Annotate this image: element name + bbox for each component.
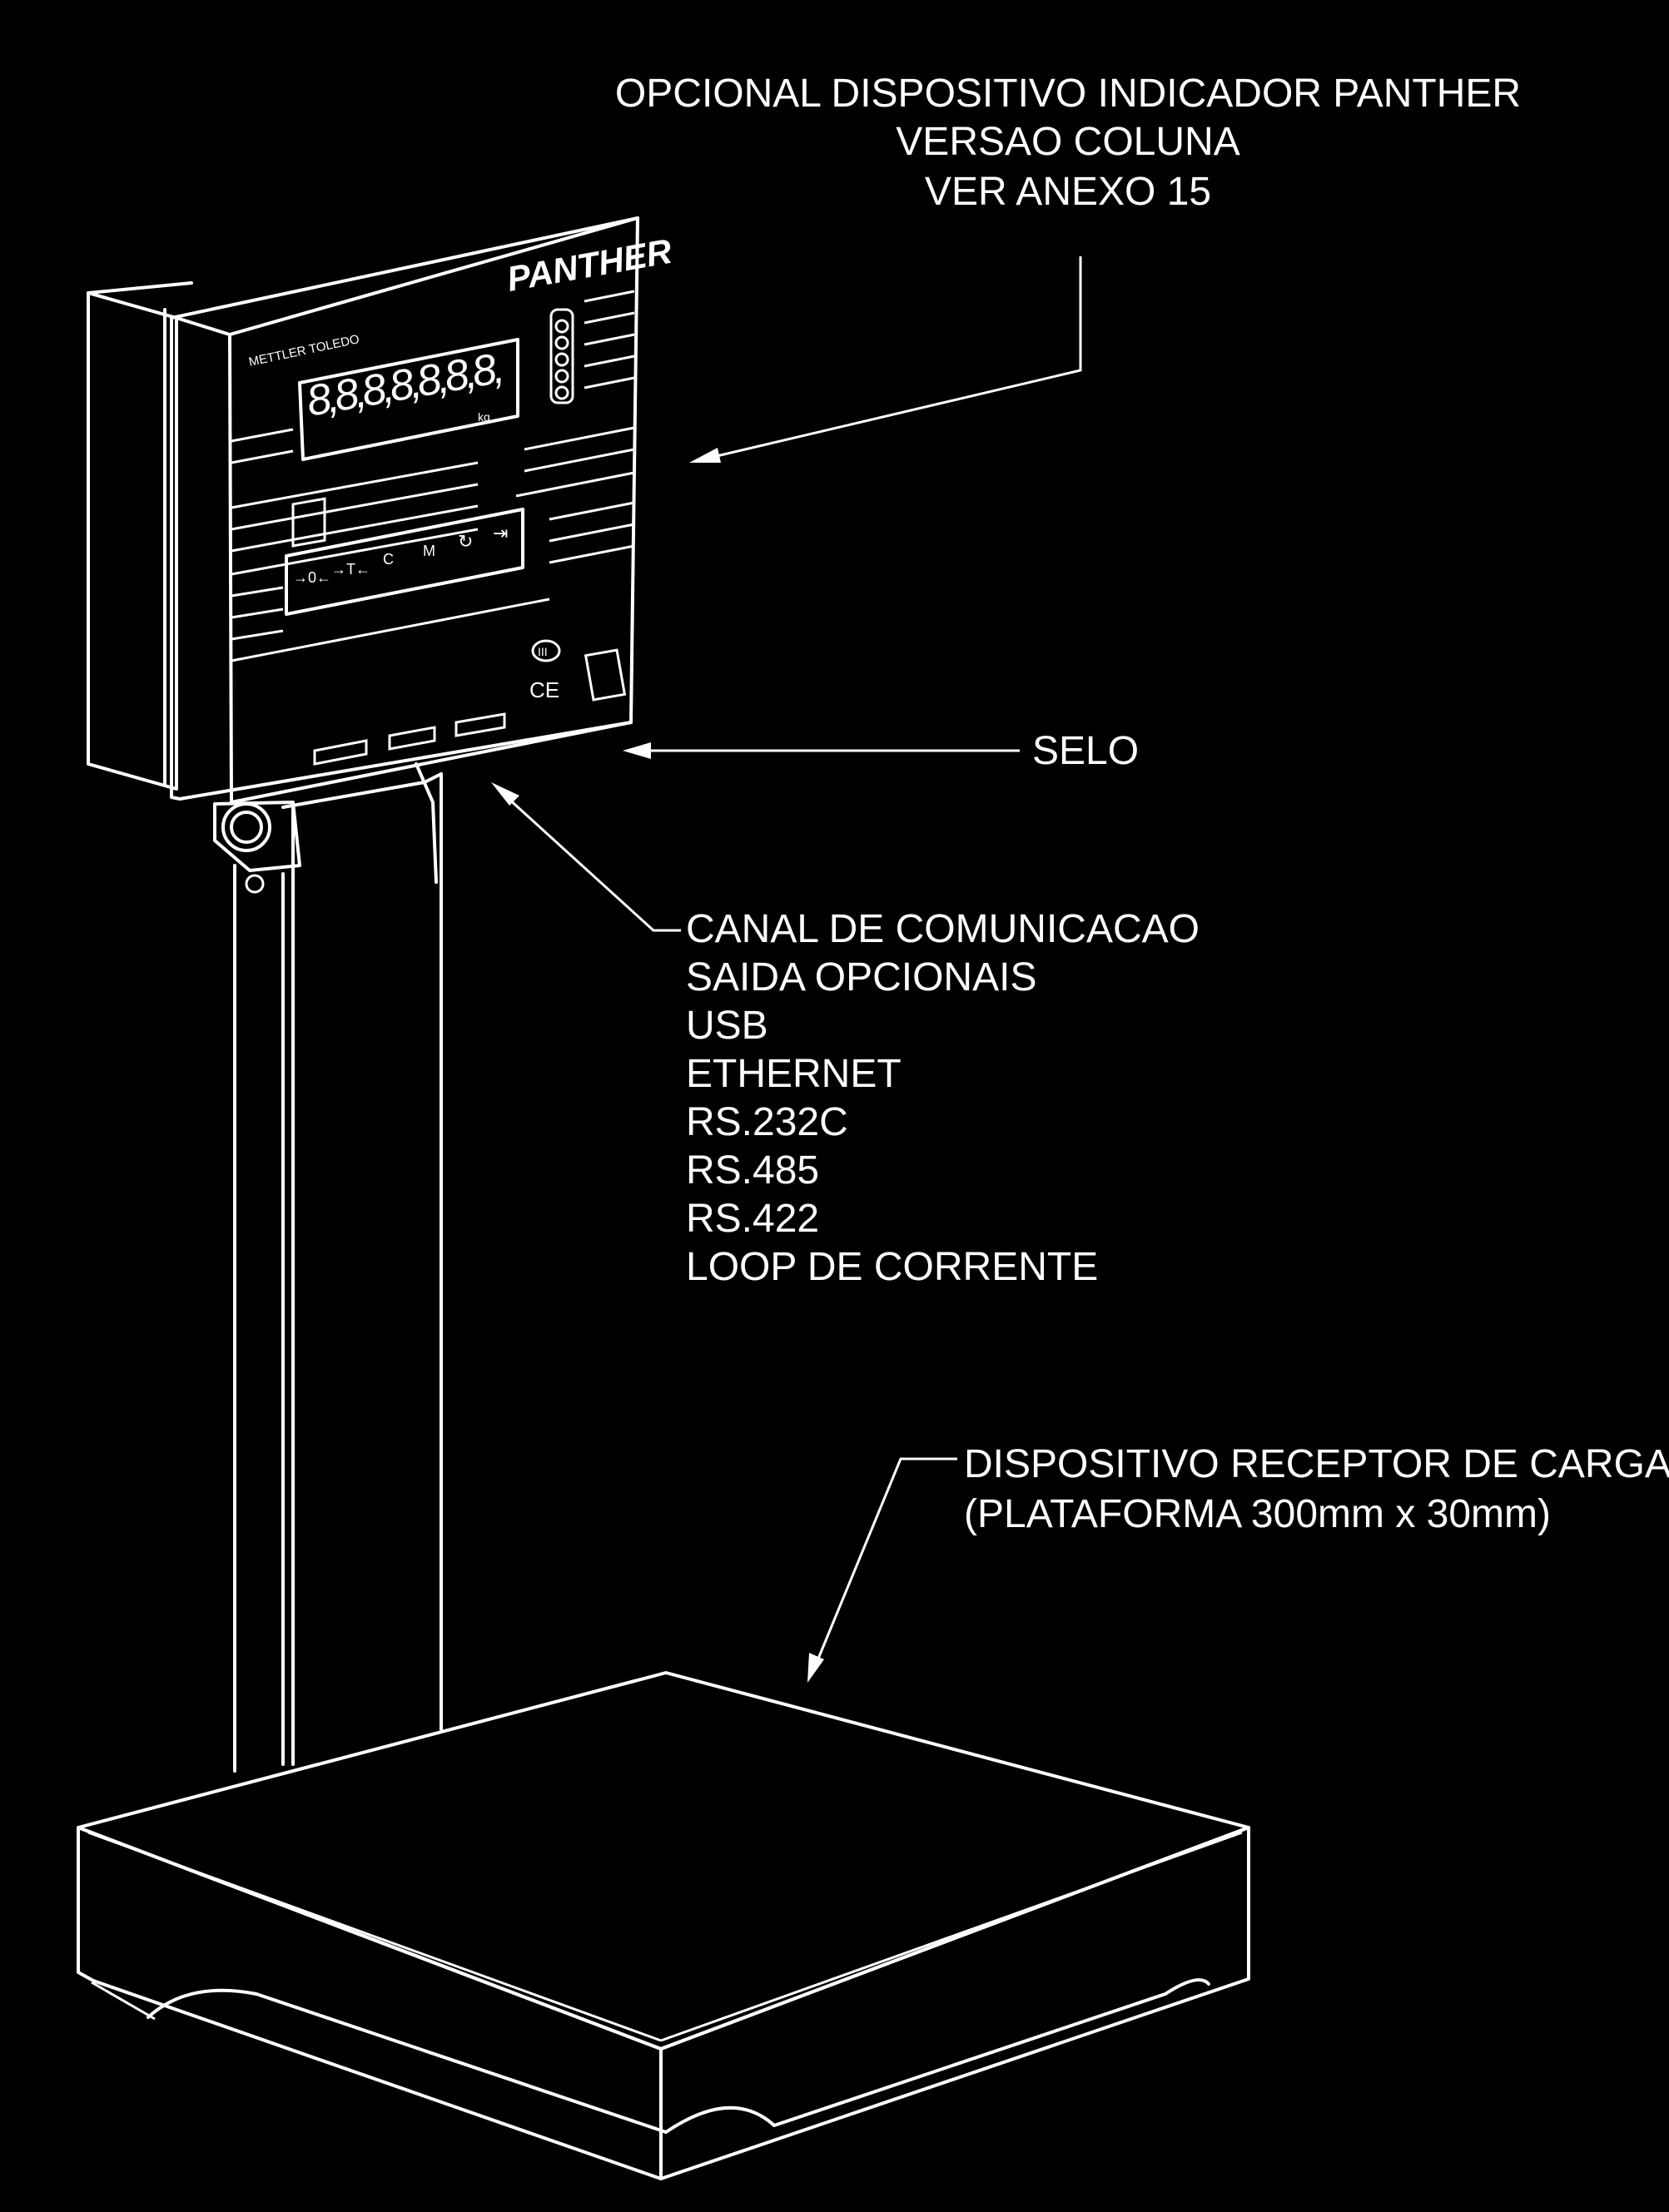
key-clear-label: C (383, 551, 394, 568)
comm-option-0: SAIDA OPCIONAIS (686, 955, 1036, 999)
key-memory[interactable]: M (423, 543, 435, 559)
status-led-2 (554, 335, 569, 350)
platform-right-foot-cutout (664, 1978, 1210, 2134)
support-column (233, 762, 443, 1773)
indicator-top-edge (87, 281, 193, 295)
bracket-bolt (230, 811, 263, 844)
display-unit-kg: kg (478, 410, 490, 424)
accuracy-class-label: III (538, 645, 548, 658)
key-function[interactable]: ↻ (458, 531, 473, 552)
receptor-line-2: (PLATAFORMA 300mm x 30mm) (964, 1492, 1551, 1536)
indicator-title-line-1: OPCIONAL DISPOSITIVO INDICADOR PANTHER (615, 72, 1521, 116)
indicator-front-bezel (170, 216, 639, 801)
key-enter-label: ⇥ (493, 523, 508, 543)
platform-front-lower-edge (91, 1981, 156, 2021)
column-collar (415, 762, 438, 884)
panther-indicator: PANTHER METTLER TOLEDO 8,8,8,8,8,8,8, kg (87, 216, 675, 804)
receptor-leader-arrowhead (807, 1653, 824, 1683)
key-zero-label: →0← (293, 569, 331, 586)
indicator-bezel-left (228, 333, 233, 804)
indicator-title-line-2: VERSAO COLUNA (896, 120, 1239, 164)
seal-label: SELO (1032, 729, 1139, 773)
key-tare[interactable]: →T← (331, 561, 370, 578)
key-function-label: ↻ (458, 531, 473, 552)
status-led-1 (554, 319, 569, 334)
port-connector-1 (313, 739, 368, 766)
comm-option-2: ETHERNET (686, 1052, 902, 1096)
comm-option-3: RS.232C (686, 1100, 848, 1144)
key-zero[interactable]: →0← (291, 497, 331, 586)
display-window (298, 338, 519, 461)
indicator-rear-housing (87, 291, 178, 791)
bracket-plate (213, 801, 301, 872)
comm-channel-title: CANAL DE COMUNICACAO (686, 907, 1200, 951)
load-platform (77, 1671, 1250, 2180)
comm-leader-arrowhead (491, 782, 519, 806)
key-tare-label: →T← (331, 561, 370, 578)
key-enter[interactable]: ⇥ (493, 523, 508, 543)
platform-right-face (659, 1826, 1250, 2180)
status-led-5 (554, 385, 569, 400)
indicator-leader-line (698, 256, 1082, 462)
accuracy-class-mark (531, 639, 561, 662)
mounting-bracket (213, 801, 301, 894)
comm-option-6: LOOP DE CORRENTE (686, 1245, 1098, 1289)
bezel-stripes-right (515, 290, 635, 564)
indicator-leader-arrowhead (689, 448, 721, 463)
mettler-toledo-label: METTLER TOLEDO (247, 332, 360, 369)
indicator-title-line-3: VER ANEXO 15 (925, 170, 1211, 214)
port-connector-3 (455, 712, 506, 737)
bracket-hole (245, 874, 265, 894)
receptor-line-1: DISPOSITIVO RECEPTOR DE CARGA (964, 1442, 1669, 1486)
comm-option-4: RS.485 (686, 1148, 819, 1193)
platform-left-face (77, 1826, 663, 2180)
status-led-4 (554, 369, 569, 384)
key-zero-border (291, 497, 326, 548)
bezel-stripes-left (231, 428, 550, 662)
key-clear[interactable]: C (383, 551, 394, 568)
seal-plate (584, 648, 627, 702)
platform-top-inner-edge-left (87, 1831, 662, 2042)
status-led-3 (554, 352, 569, 367)
keypad-frame (285, 508, 524, 616)
key-memory-label: M (423, 543, 435, 559)
indicator-bezel-bottom (230, 721, 633, 804)
platform-top-inner-edge-right (660, 1831, 1243, 2042)
bracket-bolt-head (221, 802, 271, 852)
ce-mark: CE (529, 677, 559, 702)
status-led-strip (549, 308, 574, 404)
platform-left-foot-cutout (147, 1988, 668, 2134)
comm-option-5: RS.422 (686, 1197, 819, 1241)
seal-leader-arrowhead (623, 742, 651, 759)
comm-option-1: USB (686, 1004, 768, 1048)
comm-leader-line (496, 787, 681, 932)
receptor-leader-line (811, 1457, 957, 1674)
port-connector-2 (388, 726, 436, 751)
